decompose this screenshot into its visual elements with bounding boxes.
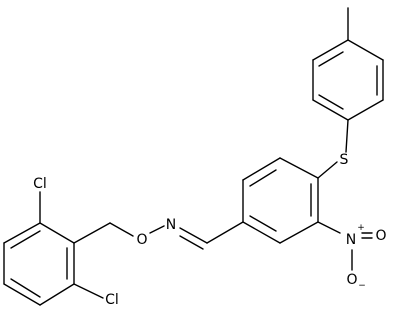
nitro-oxygen-bottom: O	[346, 272, 357, 288]
n-o-bond	[149, 225, 165, 234]
ring-ch-bond	[206, 221, 244, 244]
s-aryl-bond	[317, 161, 338, 179]
tolyl-double-2	[318, 94, 344, 110]
nitro-nitrogen-atom: N	[346, 232, 356, 248]
nitro-c-n-bond	[317, 221, 341, 234]
dcb-double-2	[10, 278, 41, 298]
ch2-ring-bond	[73, 222, 111, 244]
tolyl-bond-6	[347, 39, 384, 61]
sulfur-atom: S	[340, 152, 349, 168]
nitro-group: N + O O −	[317, 221, 387, 291]
tolyl-bond-3	[312, 99, 349, 121]
chlorine-top-atom: Cl	[33, 176, 47, 192]
s-tolyl-bond	[345, 119, 349, 153]
ch-n-double	[179, 235, 204, 250]
thioether-linkage: S	[317, 119, 349, 179]
central-bond-1	[279, 157, 319, 179]
central-bond-4	[242, 221, 281, 244]
tolyl-bond-4	[347, 99, 384, 121]
dcb-bond-4	[3, 283, 41, 306]
oxime-linkage: N O	[109, 217, 244, 250]
oxime-oxygen-atom: O	[136, 232, 147, 248]
chlorine-bottom-atom: Cl	[105, 292, 119, 308]
dichlorobenzyl-ring: Cl Cl	[3, 176, 119, 308]
central-double-1	[249, 169, 277, 187]
tolyl-double-1	[318, 51, 344, 67]
dcb-bond-1	[39, 222, 75, 244]
dcb-double-1	[10, 230, 41, 249]
tolyl-bond-1	[312, 39, 349, 61]
ch-n-bond	[179, 227, 208, 244]
central-double-2	[249, 215, 277, 232]
dcb-bond-5	[39, 283, 75, 306]
tolyl-ring	[312, 7, 384, 121]
dcb-bond-2	[3, 222, 41, 244]
central-ring	[242, 157, 319, 244]
nitro-oxygen-right: O	[375, 228, 386, 244]
o-ch2-bond	[109, 222, 134, 237]
cl-bottom-bond	[73, 283, 104, 299]
central-bond-2	[242, 157, 281, 181]
oxime-nitrogen-atom: N	[166, 217, 176, 233]
nitro-oxygen-charge: −	[358, 281, 366, 291]
central-bond-5	[279, 221, 319, 244]
nitro-nitrogen-charge: +	[357, 223, 365, 233]
